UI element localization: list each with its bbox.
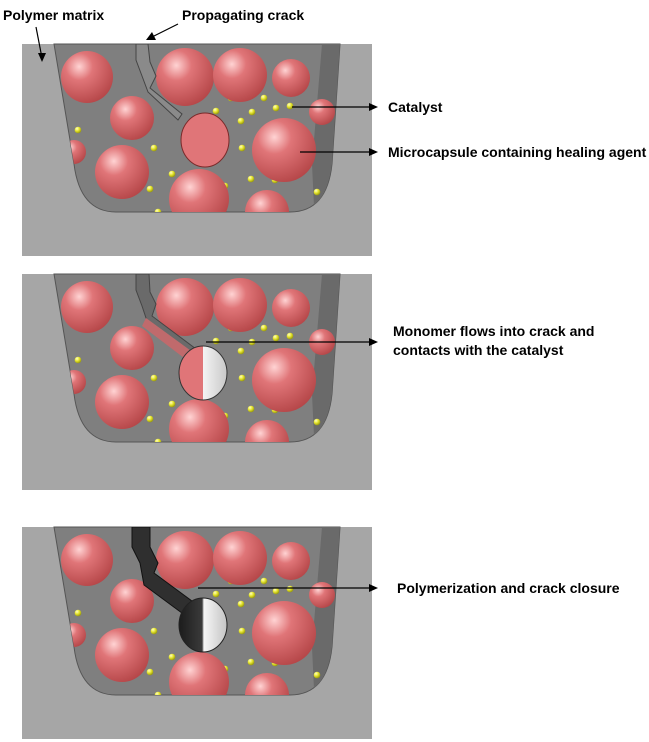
microcapsule [110,326,154,370]
panel-initial-crack [22,44,372,256]
panels-layer [22,44,372,739]
catalyst-dot [239,375,246,382]
catalyst-dot [75,357,82,364]
catalyst-dot [273,335,280,342]
microcapsule [95,628,149,682]
catalyst-dot [238,118,245,125]
catalyst-dot [287,103,294,110]
microcapsule [272,59,310,97]
microcapsule [252,118,316,182]
microcapsule [213,48,267,102]
label-microcapsule: Microcapsule containing healing agent [388,144,647,160]
catalyst-dot [261,95,268,102]
crack-arrow [150,24,178,38]
catalyst-dot [151,375,158,382]
catalyst-dot [169,401,176,408]
catalyst-dot [249,592,256,599]
microcapsule [213,278,267,332]
catalyst-dot [249,109,256,116]
catalyst-dot [314,189,321,196]
catalyst-dot [147,186,154,193]
catalyst-dot [169,654,176,661]
microcapsule [309,99,335,125]
microcapsule [95,145,149,199]
catalyst-arrowhead [369,103,378,111]
microcapsule [309,582,335,608]
ruptured-microcapsule [179,346,227,400]
catalyst-dot [238,601,245,608]
microcapsule [213,531,267,585]
catalyst-dot [239,628,246,635]
catalyst-dot [248,406,255,413]
panel-polymerization [22,527,372,739]
label-polymerization: Polymerization and crack closure [397,580,620,596]
microcapsule [61,281,113,333]
microcapsule [252,348,316,412]
catalyst-dot [147,416,154,423]
microcapsule [61,51,113,103]
catalyst-dot [147,669,154,676]
catalyst-dot [151,145,158,152]
microcapsule [272,289,310,327]
catalyst-dot [248,659,255,666]
catalyst-dot [213,338,220,345]
microcapsule [156,48,214,106]
microcapsule-arrowhead [369,148,378,156]
catalyst-dot [248,176,255,183]
catalyst-dot [75,610,82,617]
catalyst-dot [261,325,268,332]
catalyst-dot [169,171,176,178]
label-catalyst: Catalyst [388,99,443,115]
microcapsule [95,375,149,429]
label-monomer-line1: Monomer flows into crack and [393,323,594,339]
catalyst-dot [213,591,220,598]
microcapsule [61,534,113,586]
catalyst-dot [75,127,82,134]
microcapsule [272,542,310,580]
catalyst-dot [314,672,321,679]
catalyst-dot [261,578,268,585]
microcapsule [110,96,154,140]
panel-monomer-flow [22,274,372,490]
catalyst-dot [239,145,246,152]
catalyst-dot [273,105,280,112]
microcapsule [252,601,316,665]
polymerization-arrowhead [369,584,378,592]
catalyst-dot [238,348,245,355]
catalyst-dot [287,333,294,340]
label-polymer-matrix: Polymer matrix [3,7,104,23]
ruptured-microcapsule [181,113,229,167]
emptied-microcapsule [179,598,227,652]
catalyst-dot [273,588,280,595]
catalyst-dot [151,628,158,635]
label-monomer-line2: contacts with the catalyst [393,342,564,358]
catalyst-dot [287,586,294,593]
monomer-arrowhead [369,338,378,346]
label-propagating-crack: Propagating crack [182,7,304,23]
catalyst-dot [213,108,220,115]
catalyst-dot [314,419,321,426]
